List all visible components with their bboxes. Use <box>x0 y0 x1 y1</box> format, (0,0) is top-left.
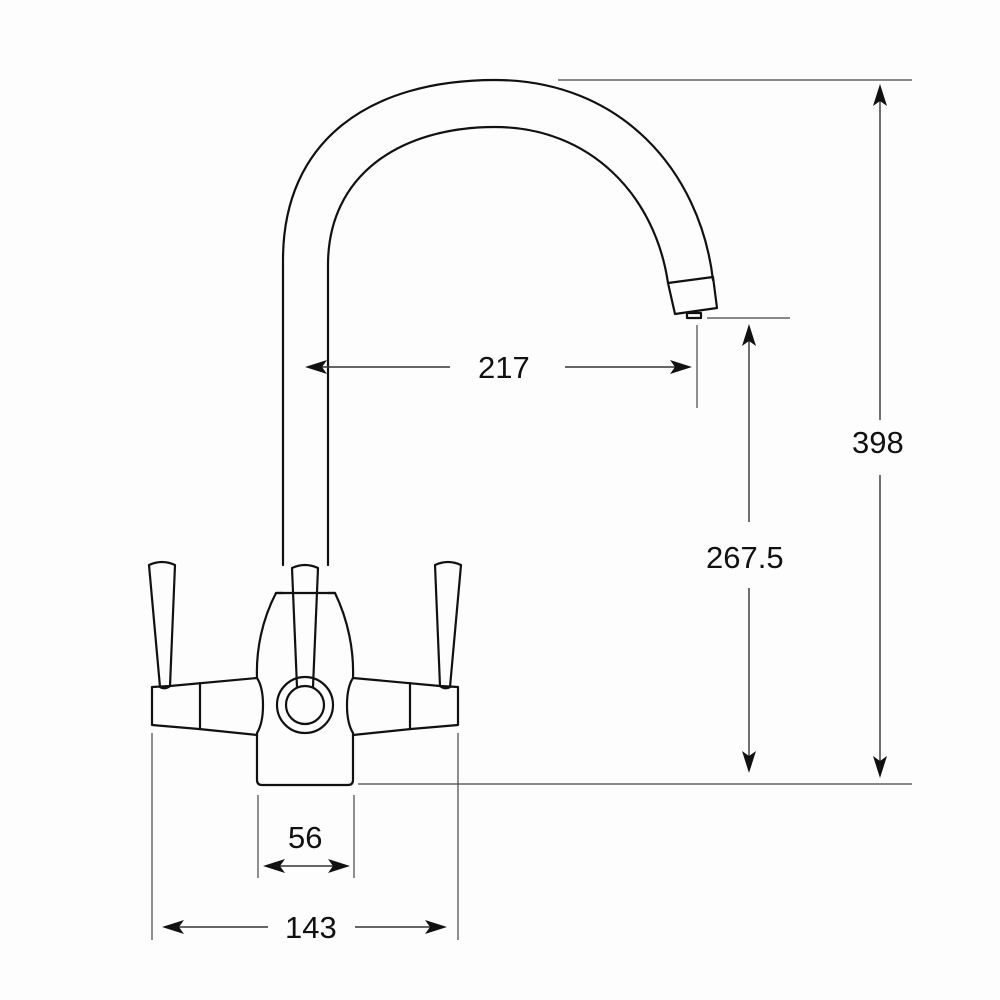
extension-lines <box>151 79 912 940</box>
left-lever <box>147 560 177 690</box>
dim-267-5-line <box>742 324 756 773</box>
dim-56-line <box>263 859 350 873</box>
aerator <box>666 275 719 316</box>
spout <box>281 78 719 567</box>
dim-267-5-label: 267.5 <box>706 540 784 575</box>
left-arm <box>150 676 259 737</box>
tap-body <box>255 591 355 787</box>
aerator-tip <box>685 311 703 320</box>
center-ring-inner <box>284 684 326 726</box>
dim-398-label: 398 <box>852 425 904 460</box>
dim-143-line <box>162 920 447 934</box>
right-arm <box>351 676 460 737</box>
center-lever <box>290 563 320 689</box>
right-lever <box>433 560 463 690</box>
dim-217-label: 217 <box>478 350 530 385</box>
dim-217-line <box>305 360 692 374</box>
dim-398-line <box>873 84 887 778</box>
center-ring-outer <box>275 675 335 735</box>
dim-143-label: 143 <box>285 910 337 945</box>
dim-56-label: 56 <box>288 820 323 855</box>
